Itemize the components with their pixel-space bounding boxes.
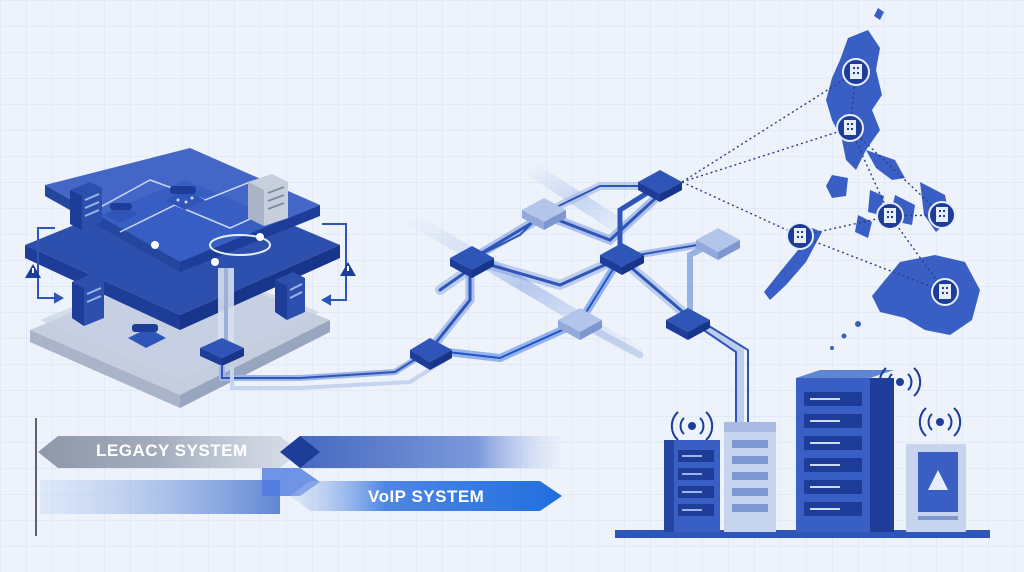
wifi-icon bbox=[670, 411, 714, 441]
router-icon bbox=[200, 338, 244, 366]
legacy-system-label: LEGACY SYSTEM bbox=[96, 441, 248, 460]
stack-to-network-cables bbox=[219, 347, 447, 390]
building-icon bbox=[842, 58, 870, 86]
building-icon bbox=[836, 114, 864, 142]
building-icon bbox=[876, 202, 904, 230]
wifi-icon bbox=[918, 407, 962, 437]
building-icon bbox=[786, 222, 814, 250]
warning-icon bbox=[25, 264, 41, 278]
network-node bbox=[638, 170, 682, 202]
network-node bbox=[522, 198, 566, 230]
network-node bbox=[450, 246, 494, 278]
voip-arrow bbox=[290, 481, 562, 511]
transition-chart bbox=[35, 418, 562, 536]
voip-system-label: VoIP SYSTEM bbox=[368, 487, 485, 506]
building-icon bbox=[928, 201, 956, 229]
legacy-arrow bbox=[38, 436, 300, 468]
map-connections bbox=[681, 71, 946, 293]
datacenter-base bbox=[615, 530, 990, 538]
network-node bbox=[410, 338, 452, 370]
phone-icon bbox=[165, 186, 205, 210]
building-icon bbox=[931, 278, 959, 306]
wifi-icon bbox=[878, 367, 922, 397]
light-beam bbox=[520, 166, 640, 236]
phone-icon bbox=[128, 324, 166, 348]
server-icon bbox=[275, 272, 305, 320]
left-cycle-arrow bbox=[37, 227, 65, 304]
phone-icon bbox=[105, 203, 138, 223]
network-node bbox=[666, 308, 710, 340]
network-node bbox=[600, 243, 644, 275]
network-node bbox=[696, 228, 740, 260]
server-icon bbox=[70, 182, 102, 230]
network-node bbox=[558, 308, 602, 340]
warning-icon bbox=[340, 262, 356, 276]
right-cycle-arrow bbox=[320, 223, 347, 306]
server-icon bbox=[248, 174, 288, 226]
datacenter bbox=[615, 370, 990, 538]
server-icon bbox=[72, 274, 104, 326]
